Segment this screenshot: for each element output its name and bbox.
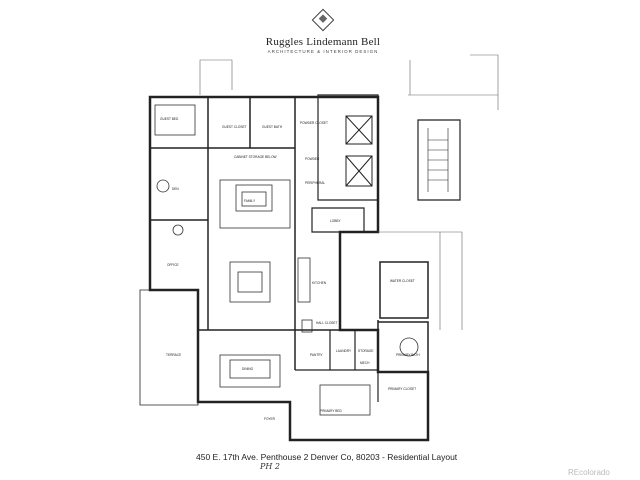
family-sofa bbox=[235, 184, 273, 212]
label-hall-closet: HALL CLOSET bbox=[316, 321, 338, 325]
dining-rug bbox=[219, 354, 281, 388]
label-storage: STORAGE bbox=[358, 349, 374, 353]
kitchen-island bbox=[297, 257, 311, 303]
firm-logo: Ruggles Lindemann Bell ARCHITECTURE & IN… bbox=[258, 8, 388, 54]
label-laundry: LAUNDRY bbox=[336, 349, 352, 353]
label-guest-bed: GUEST BED bbox=[160, 117, 179, 121]
primary-bed-furniture bbox=[319, 384, 371, 416]
primary-water-closet-wall bbox=[379, 261, 429, 319]
label-primary-bed: PRIMARY BED bbox=[320, 409, 343, 413]
label-foyer: FOYER bbox=[264, 417, 276, 421]
plan-caption: 450 E. 17th Ave. Penthouse 2 Denver Co, … bbox=[196, 452, 458, 462]
label-kitchen: KITCHEN bbox=[312, 281, 327, 285]
den-chair bbox=[156, 179, 170, 193]
label-guest-closet: GUEST CLOSET bbox=[222, 125, 247, 129]
hall-closet bbox=[301, 319, 313, 333]
firm-tagline: ARCHITECTURE & INTERIOR DESIGN bbox=[267, 49, 379, 54]
interior-wall bbox=[295, 330, 379, 402]
label-terrace: TERRACE bbox=[166, 353, 181, 357]
stair-treads bbox=[427, 128, 449, 192]
elevator-shaft bbox=[345, 155, 373, 187]
upper-dining-table bbox=[237, 271, 263, 293]
interior-wall bbox=[207, 97, 296, 370]
label-guest-bath: GUEST BATH bbox=[262, 125, 283, 129]
elevator-core bbox=[317, 94, 379, 201]
guest-bed-furniture bbox=[154, 104, 196, 136]
elevator-lobby bbox=[311, 207, 365, 233]
coffee-table bbox=[241, 191, 267, 207]
dining-table bbox=[229, 359, 271, 379]
watermark: REcolorado bbox=[568, 468, 610, 477]
label-den: DEN bbox=[172, 187, 179, 191]
label-mech: MECH bbox=[360, 361, 370, 365]
handwritten-note: PH 2 bbox=[260, 462, 280, 471]
family-rug bbox=[219, 179, 291, 229]
office-chair bbox=[172, 224, 184, 236]
dining-rug-upper bbox=[229, 261, 271, 303]
stair-tower bbox=[417, 119, 461, 201]
neighbor-walls bbox=[378, 231, 463, 330]
label-pantry: PANTRY bbox=[310, 353, 324, 357]
interior-wall bbox=[377, 320, 429, 373]
label-peripheral: PERIPHERAL bbox=[305, 181, 325, 185]
elevator-shaft bbox=[345, 115, 373, 145]
label-primary-closet: PRIMARY CLOSET bbox=[388, 387, 416, 391]
bathtub bbox=[399, 337, 419, 357]
label-dining: DINING bbox=[242, 367, 254, 371]
label-powder-closet: POWDER CLOSET bbox=[300, 121, 328, 125]
firm-name: Ruggles Lindemann Bell bbox=[265, 36, 381, 48]
neighbor-walls bbox=[199, 54, 499, 110]
label-primary-water-closet: WATER CLOSET bbox=[390, 279, 415, 283]
label-cabinet-storage: CABINET STORAGE BELOW bbox=[234, 155, 277, 159]
label-primary-bath: PRIMARY BATH bbox=[396, 353, 420, 357]
label-elevator-lobby: LOBBY bbox=[330, 219, 342, 223]
label-powder: POWDER bbox=[305, 157, 320, 161]
label-office: OFFICE bbox=[167, 263, 179, 267]
label-family: FAMILY bbox=[244, 199, 256, 203]
terrace-outline bbox=[139, 289, 199, 406]
